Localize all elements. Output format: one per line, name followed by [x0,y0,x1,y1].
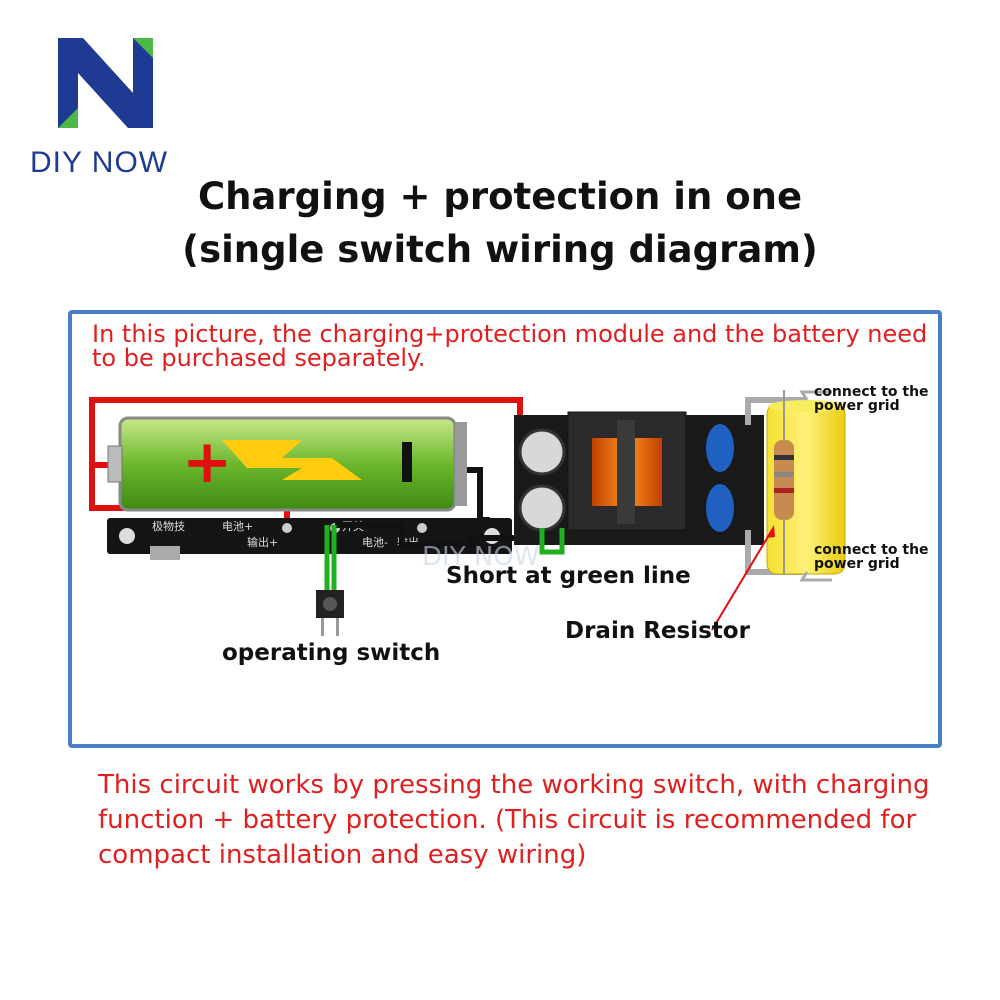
svg-text:电池-: 电池- [362,536,388,549]
charging-module [514,411,764,555]
board-black-wire [335,522,517,548]
svg-text:电池+: 电池+ [222,520,253,533]
operating-switch [316,590,344,636]
lightning-icon [222,440,362,480]
grid-label-bottom: connect to the power grid [814,542,929,572]
resistor-arrow [711,529,773,631]
switch-label: operating switch [222,640,441,666]
svg-text:极物技: 极物技 [152,519,185,533]
page-subtitle: (single switch wiring diagram) [182,228,818,271]
grid-label-top: connect to the power grid [814,384,929,414]
drain-resistor [774,390,794,575]
battery-plus: + [182,427,232,497]
description-caption: This circuit works by pressing the worki… [98,770,930,870]
watermark: DIY NOW [422,542,539,572]
logo-mark [58,38,153,128]
wiring-diagram: + 极物技 电池+ 输出+ 开关 电池- 输出- [89,390,846,636]
short-label: Short at green line [446,563,691,589]
green-short-line [539,528,565,555]
battery: + [107,416,467,512]
resistor-label: Drain Resistor [565,618,750,644]
svg-text:输出+: 输出+ [247,535,278,549]
grid-wire-top [745,397,807,425]
purchase-note: In this picture, the charging+protection… [92,320,928,372]
brand-logo [28,28,188,188]
page-title: Charging + protection in one [197,175,803,218]
battery-minus-mark [402,442,412,482]
brand-name: DIY NOW [30,146,169,179]
